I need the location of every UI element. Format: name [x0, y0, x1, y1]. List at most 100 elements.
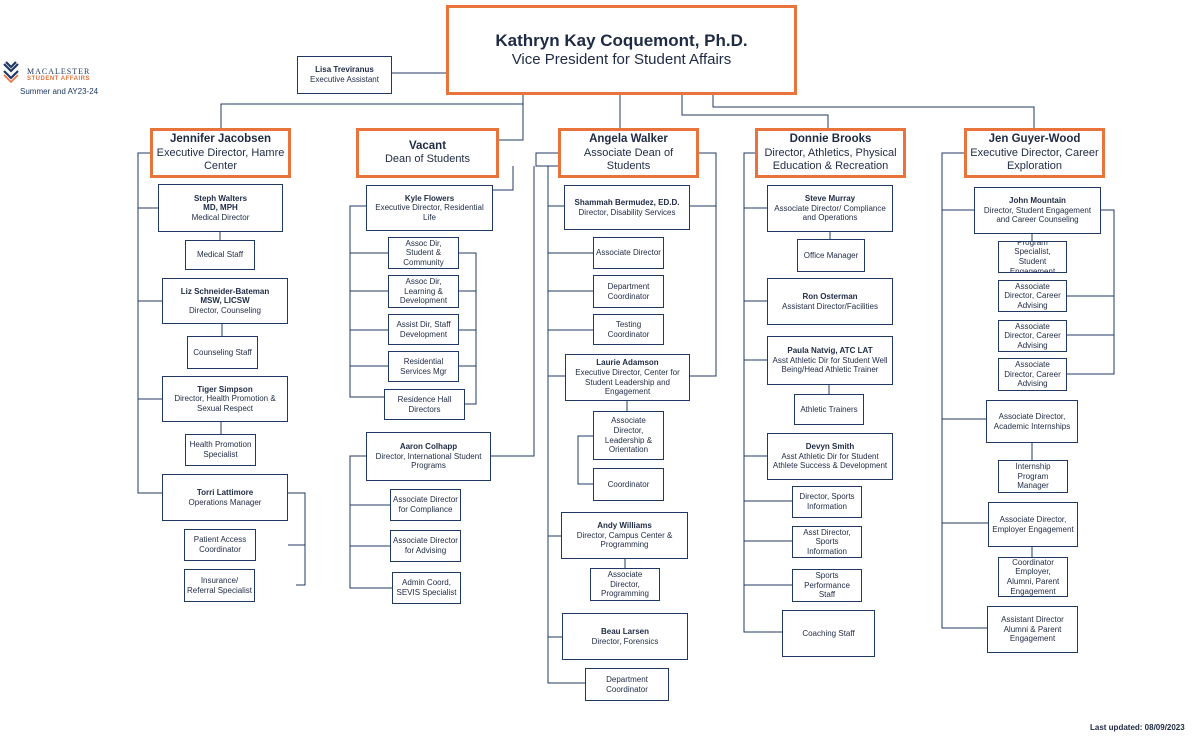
beau-title: Director, Forensics	[591, 636, 659, 646]
tiger-name: Tiger Simpson	[197, 384, 253, 394]
ipm-title: Internship Program Manager	[1015, 462, 1051, 491]
steph-title: Medical Director	[191, 212, 250, 222]
hall-title: Residence Hall Directors	[397, 394, 452, 414]
paula-title: Asst Athletic Dir for Student Well Being…	[772, 355, 888, 375]
col5-head-title: Executive Director, Career Exploration	[970, 146, 1099, 172]
col3-head-name: Angela Walker	[589, 132, 668, 145]
steve-name: Steve Murray	[804, 194, 856, 204]
col3-head: Angela Walker Associate Dean of Students	[558, 128, 699, 178]
macalester-logo: MACALESTER STUDENT AFFAIRS Summer and AY…	[3, 61, 123, 97]
col2-ad-adv: Associate Director for Advising	[390, 530, 461, 562]
deptcoord2-title: Department Coordinator	[606, 674, 648, 694]
col4-trainers: Athletic Trainers	[794, 394, 864, 425]
liz-credentials: MSW, LICSW	[200, 296, 250, 306]
col2-head-title: Dean of Students	[384, 153, 470, 166]
andy-title: Director, Campus Center & Programming	[576, 530, 673, 550]
col3-shammah: Shammah Bermudez, ED.D. Director, Disabi…	[564, 185, 690, 230]
brand-unit: STUDENT AFFAIRS	[27, 76, 90, 82]
adai-title: Associate Director, Academic Internships	[993, 411, 1071, 431]
assoc-ld-title: Assoc Dir, Learning & Development	[399, 277, 448, 306]
sevis-title: Admin Coord, SEVIS Specialist	[396, 578, 457, 597]
ad-comp-title: Associate Director for Compliance	[393, 495, 458, 514]
connector-aaron-trunk	[349, 455, 392, 589]
asstdir-title: Assistant Director Alumni & Parent Engag…	[1001, 615, 1064, 644]
col2-resmgr: Residential Services Mgr	[388, 351, 459, 382]
col2-asst-sd: Assist Dir, Staff Development	[388, 314, 459, 345]
connector-kyle-trunk	[349, 205, 384, 398]
col4-perf: Sports Performance Staff	[792, 569, 862, 602]
testing-title: Testing Coordinator	[607, 319, 650, 339]
assoc-sc-title: Assoc Dir, Student & Community	[403, 238, 444, 267]
col4-dir-si: Director, Sports Information	[792, 486, 862, 518]
assocdir-title: Associate Director	[596, 248, 661, 258]
connector-kyle-right	[459, 252, 477, 405]
coordeap-title: Coordinator Employer, Alumni, Parent Eng…	[1006, 557, 1060, 596]
col2-head: Vacant Dean of Students	[356, 128, 499, 178]
counsel-title: Counseling Staff	[193, 347, 252, 357]
col2-kyle: Kyle Flowers Executive Director, Residen…	[366, 185, 493, 231]
laurie-title: Executive Director, Center for Student L…	[575, 367, 680, 397]
connector-torri-trunk	[288, 492, 306, 586]
resmgr-title: Residential Services Mgr	[400, 356, 447, 376]
ron-title: Assistant Director/Facilities	[781, 301, 879, 311]
connector-col3-left	[535, 152, 585, 684]
col2-aaron: Aaron Colhapp Director, International St…	[366, 432, 491, 481]
torri-title: Operations Manager	[188, 497, 262, 507]
dir-si-title: Director, Sports Information	[799, 492, 855, 511]
col1-insurance: Insurance/ Referral Specialist	[184, 569, 255, 602]
col5-adee: Associate Director, Employer Engagement	[988, 502, 1078, 547]
col4-coaching: Coaching Staff	[782, 610, 875, 657]
connector-col3-aaron	[491, 166, 535, 457]
col2-assoc-sc: Assoc Dir, Student & Community	[388, 237, 459, 269]
healthspec-title: Health Promotion Specialist	[189, 440, 252, 459]
vp-title: Vice President for Student Affairs	[511, 51, 732, 69]
col3-beau: Beau Larsen Director, Forensics	[562, 613, 688, 660]
col1-patient: Patient Access Coordinator	[184, 529, 256, 561]
shammah-title: Director, Disability Services	[578, 207, 676, 217]
col2-sevis: Admin Coord, SEVIS Specialist	[392, 572, 461, 604]
col2-ad-comp: Associate Director for Compliance	[390, 489, 461, 521]
devyn-name: Devyn Smith	[805, 442, 855, 452]
ad-lo-title: Associate Director, Leadership & Orienta…	[604, 416, 653, 455]
col5-head-name: Jen Guyer-Wood	[988, 132, 1081, 145]
torri-name: Torri Lattimore	[196, 487, 254, 497]
kyle-title: Executive Director, Residential Life	[375, 203, 484, 222]
kyle-name: Kyle Flowers	[404, 193, 455, 203]
macalester-logo-mark	[3, 61, 19, 83]
col4-head-title: Director, Athletics, Physical Education …	[764, 146, 897, 172]
ad-prog-title: Associate Director, Programming	[600, 570, 649, 599]
connector-col1	[220, 95, 524, 128]
last-updated: Last updated: 08/09/2023	[1090, 723, 1185, 732]
col1-head-title: Executive Director, Hamre Center	[156, 146, 285, 172]
assistant-title: Executive Assistant	[310, 75, 379, 84]
col1-torri: Torri Lattimore Operations Manager	[162, 474, 288, 521]
coaching-title: Coaching Staff	[802, 628, 855, 638]
col2-head-name: Vacant	[408, 139, 447, 152]
steph-name: Steph Walters	[193, 193, 248, 203]
col5-john: John Mountain Director, Student Engageme…	[974, 187, 1101, 234]
connector-col3-right	[690, 152, 717, 377]
col3-ad-lo: Associate Director, Leadership & Orienta…	[593, 411, 664, 460]
adca2-title: Associate Director, Career Advising	[1004, 321, 1061, 350]
col5-coordeap: Coordinator Employer, Alumni, Parent Eng…	[998, 557, 1068, 597]
connector-col1-trunk	[137, 152, 162, 494]
devyn-title: Asst Athletic Dir for Student Athlete Su…	[772, 451, 888, 471]
col4-steve: Steve Murray Associate Director/ Complia…	[767, 185, 893, 232]
col5-adca1: Associate Director, Career Advising	[998, 280, 1067, 312]
col3-coord: Coordinator	[593, 468, 664, 501]
col5-adca2: Associate Director, Career Advising	[998, 320, 1067, 352]
col4-office: Office Manager	[797, 239, 865, 272]
col1-head: Jennifer Jacobsen Executive Director, Ha…	[150, 128, 291, 178]
brand-subtitle: Summer and AY23-24	[20, 87, 99, 96]
asst-sd-title: Assist Dir, Staff Development	[396, 319, 451, 339]
ad-adv-title: Associate Director for Advising	[393, 536, 458, 555]
connector-col5	[712, 95, 1035, 128]
asst-si-title: Asst Director, Sports Information	[803, 527, 851, 556]
col1-medstaff: Medical Staff	[185, 240, 255, 270]
col1-liz: Liz Schneider-Bateman MSW, LICSW Directo…	[162, 278, 288, 324]
aaron-name: Aaron Colhapp	[399, 442, 458, 452]
col4-ron: Ron Osterman Assistant Director/Faciliti…	[767, 278, 893, 325]
patient-title: Patient Access Coordinator	[193, 535, 247, 554]
steve-title: Associate Director/ Compliance and Opera…	[774, 203, 886, 223]
